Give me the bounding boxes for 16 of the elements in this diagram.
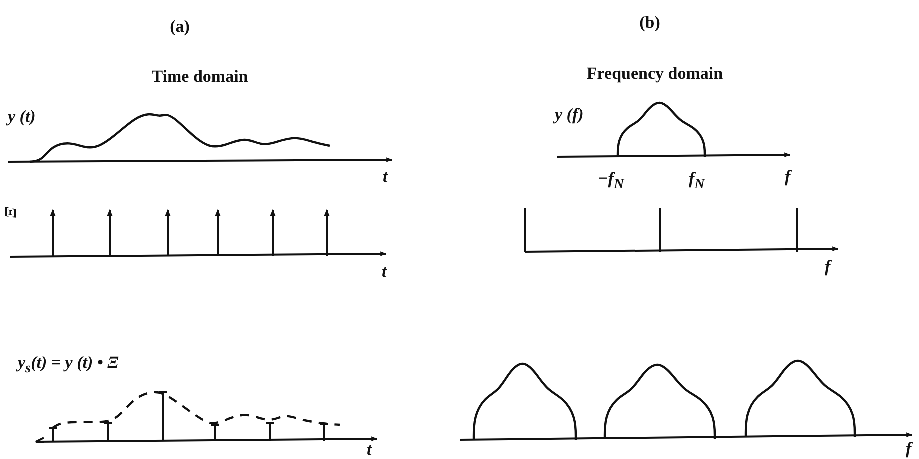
panel-label: (a) (170, 18, 190, 35)
signal-label: y (t) (8, 108, 36, 125)
tick-label: f$_{N}$ (689, 170, 705, 192)
panel-label: (b) (640, 14, 660, 31)
tick-label: −f$_{N}$ (598, 170, 624, 192)
equation-label: y$_{s}$(t) = y (t) • Ξ (18, 354, 119, 376)
axis-label: t (382, 263, 387, 280)
section-heading: Frequency domain (586, 65, 724, 82)
signal-label: y (f) (555, 106, 584, 123)
axis-label: t (367, 441, 372, 458)
axis-label: f (906, 440, 912, 457)
axis-label: f (785, 168, 791, 185)
axis-label: t (383, 168, 388, 185)
section-heading: Time domain (152, 68, 248, 85)
signal-label: Ξ (2, 206, 20, 218)
axis-label: f (825, 258, 831, 275)
